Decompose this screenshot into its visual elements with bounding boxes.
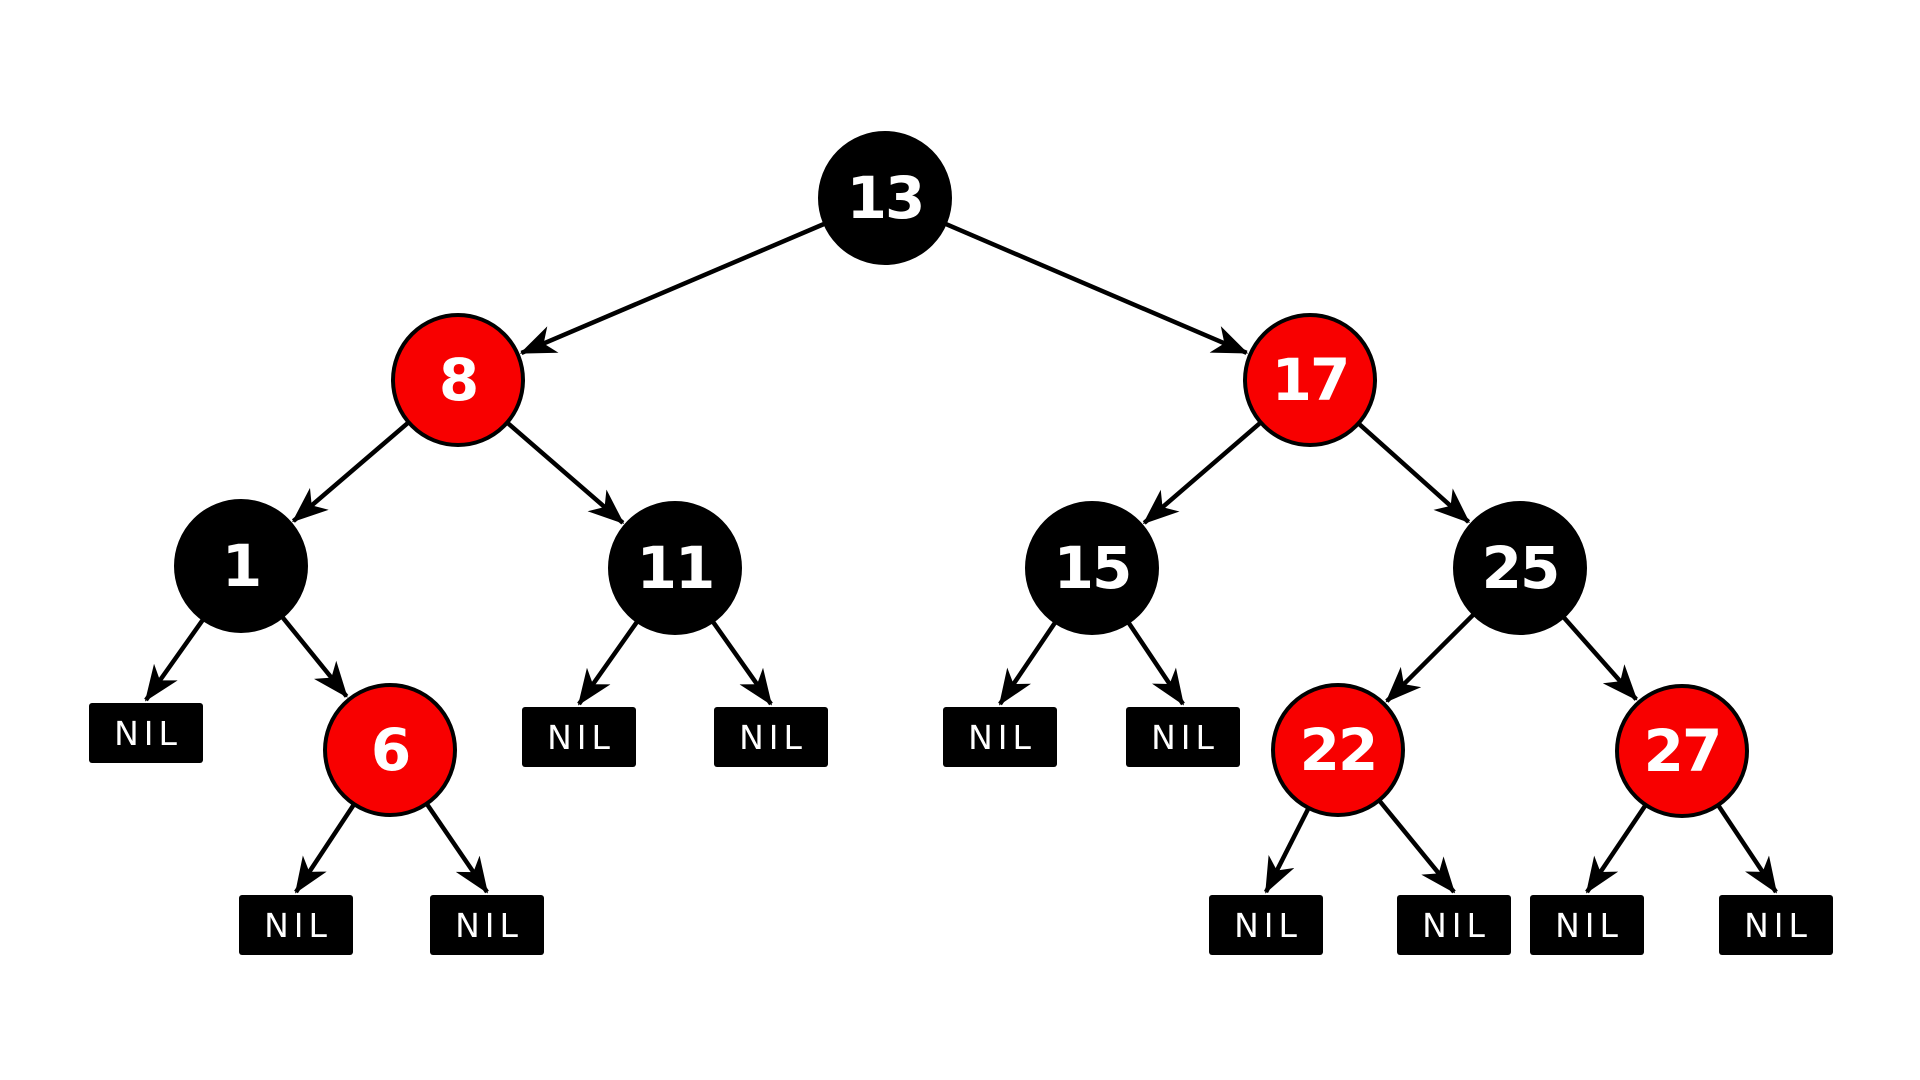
nil-leaf-label: NIL [114, 714, 182, 753]
tree-node-11-value: 11 [637, 534, 714, 602]
tree-node-1-black-circle [174, 499, 308, 633]
tree-node-27-red-circle [1615, 684, 1749, 818]
tree-node-22-red-circle [1271, 683, 1405, 817]
nil-leaf-box [1126, 707, 1240, 767]
nil-leaf-label: NIL [739, 718, 807, 757]
tree-node-27-value: 27 [1644, 717, 1721, 785]
edge-n17-n25 [1357, 422, 1471, 524]
nil-leaf-box [1397, 895, 1511, 955]
tree-node-15-black-circle [1025, 501, 1159, 635]
nil-leaf-label: NIL [1422, 906, 1490, 945]
nil-leaf-label: NIL [264, 906, 332, 945]
tree-node-13-value: 13 [847, 164, 924, 232]
edge-n8-n11 [506, 421, 625, 525]
nil-leaf-box [1209, 895, 1323, 955]
nil-leaf-box [1530, 895, 1644, 955]
tree-node-25-value: 25 [1482, 534, 1559, 602]
nil-leaf-box [714, 707, 828, 767]
edge-n25-n27 [1562, 615, 1638, 701]
tree-node-17-red-circle [1243, 313, 1377, 447]
tree-node-13-black-circle [818, 131, 952, 265]
edge-n15-nil-15-left [998, 621, 1057, 706]
edge-n11-nil-11-right [711, 620, 773, 706]
nil-leaf-label: NIL [455, 906, 523, 945]
edge-n1-n6 [280, 615, 349, 698]
tree-node-22-value: 22 [1300, 716, 1377, 784]
nil-leaf-box [1719, 895, 1833, 955]
tree-node-8-value: 8 [439, 346, 477, 414]
edge-n13-n17 [944, 221, 1249, 355]
nil-leaf-label: NIL [1234, 906, 1302, 945]
nil-leaf-label: NIL [1555, 906, 1623, 945]
tree-node-1-value: 1 [222, 532, 260, 600]
edge-n11-nil-11-left [577, 620, 639, 706]
edge-n22-nil-22-right [1378, 799, 1456, 894]
edge-n6-nil-6-right [425, 803, 489, 894]
nil-leaf-box [239, 895, 353, 955]
edge-n15-nil-15-right [1126, 621, 1185, 706]
nil-leaf-label: NIL [968, 718, 1036, 757]
tree-node-25-black-circle [1453, 501, 1587, 635]
nil-leaf-box [89, 703, 203, 763]
tree-node-6-red-circle [323, 683, 457, 817]
nil-leaf-box [430, 895, 544, 955]
tree-node-17-value: 17 [1272, 346, 1349, 414]
edge-n22-nil-22-left [1263, 807, 1311, 894]
edge-n27-nil-27-left [1585, 804, 1647, 894]
edge-n27-nil-27-right [1716, 804, 1778, 894]
tree-node-6-value: 6 [371, 716, 409, 784]
tree-node-15-value: 15 [1054, 534, 1131, 602]
edge-n17-n15 [1142, 421, 1262, 525]
nil-leaf-label: NIL [1151, 718, 1219, 757]
edge-n1-nil-1-left [144, 618, 205, 702]
tree-edges [144, 221, 1778, 894]
nil-leaf-label: NIL [1744, 906, 1812, 945]
tree-node-11-black-circle [608, 501, 742, 635]
nil-leaf-box [522, 707, 636, 767]
nil-leaf-label: NIL [547, 718, 615, 757]
edge-n25-n22 [1385, 613, 1475, 703]
edge-n13-n8 [519, 221, 826, 356]
edge-n8-n1 [291, 421, 410, 523]
nil-leaf-box [943, 707, 1057, 767]
edge-n6-nil-6-left [294, 803, 356, 894]
tree-node-8-red-circle [391, 313, 525, 447]
